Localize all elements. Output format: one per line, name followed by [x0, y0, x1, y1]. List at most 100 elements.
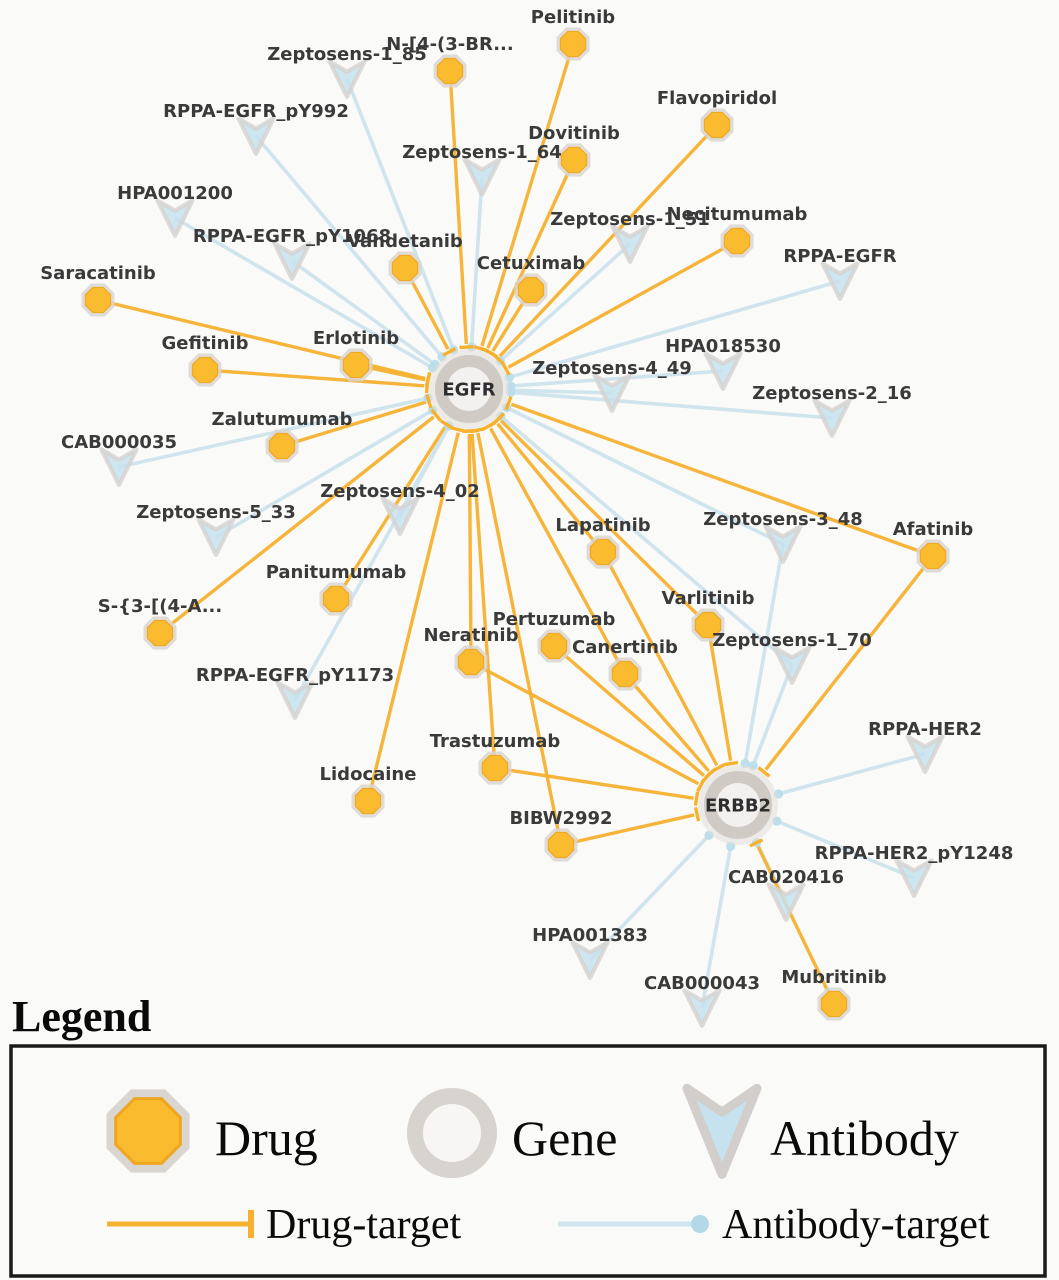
- antibody-node-CAB000043: [682, 988, 722, 1028]
- drug-target-edge-Afatinib-ERBB2: [764, 554, 935, 771]
- drug-target-edge-Lidocaine-EGFR: [366, 432, 460, 802]
- drug-node-Cetuximab: [514, 273, 548, 307]
- antibody-label-HPA001200: HPA001200: [117, 183, 233, 204]
- drug-label-Panitumumab: Panitumumab: [266, 562, 407, 583]
- drug-target-edge-Dovitinib-EGFR: [486, 159, 576, 349]
- legend-box: [9, 1044, 1047, 1278]
- legend-antibody-swatch: [682, 1083, 762, 1179]
- antibody-node-Zeptosens-1_85: [327, 59, 367, 99]
- antibody-node-Zeptosens-1_51: [610, 224, 650, 264]
- drug-node-octagon-Pertuzumab: [540, 632, 568, 660]
- antibody-node-RPPA-HER2: [905, 734, 945, 774]
- drug-node-octagon-Erlotinib: [342, 351, 370, 379]
- drug-target-tee-Mubritinib-ERBB2: [749, 838, 764, 848]
- drug-label-Flavopiridol: Flavopiridol: [657, 88, 777, 109]
- antibody-label-Zeptosens-1_64: Zeptosens-1_64: [402, 142, 562, 163]
- drug-node-octagon-Cetuximab: [517, 276, 545, 304]
- drug-target-tee-Vandetanib-EGFR: [442, 347, 457, 357]
- drug-node-octagon-Lidocaine: [354, 787, 382, 815]
- drug-label-Afatinib: Afatinib: [893, 519, 974, 540]
- legend-antibody-target-swatch: [558, 1215, 709, 1233]
- antibody-label-Zeptosens-5_33: Zeptosens-5_33: [136, 502, 296, 523]
- antibody-target-edge-HPA001383-ERBB2: [588, 836, 709, 962]
- drug-label-BIBW2992: BIBW2992: [509, 808, 612, 829]
- drug-target-tee-Afatinib-ERBB2: [757, 766, 771, 778]
- drug-target-tee-N-[4-(3-BR-EGFR: [459, 344, 474, 350]
- antibody-label-Zeptosens-1_51: Zeptosens-1_51: [550, 209, 710, 230]
- antibody-node-Zeptosens-1_70: [772, 645, 812, 685]
- antibody-label-CAB000043: CAB000043: [644, 973, 760, 994]
- drug-node-Vandetanib: [388, 251, 422, 285]
- antibody-target-edge-Zeptosens-1_85-EGFR: [345, 78, 455, 348]
- antibody-target-edge-Zeptosens-1_51-EGFR: [501, 242, 632, 361]
- gene-node-ERBB2: [698, 765, 778, 845]
- drug-target-edge-Afatinib-EGFR: [510, 402, 934, 558]
- legend-gene-label: Gene: [512, 1110, 618, 1166]
- antibody-label-Zeptosens-4_02: Zeptosens-4_02: [320, 481, 480, 502]
- drug-target-tee-Cetuximab-EGFR: [484, 348, 499, 359]
- legend-drug-label: Drug: [215, 1110, 318, 1166]
- antibody-label-Zeptosens-2_16: Zeptosens-2_16: [752, 383, 912, 404]
- drug-target-edge-S-{3-[(4-A-EGFR: [158, 415, 435, 635]
- drug-target-edge-Varlitinib-ERBB2: [706, 624, 733, 761]
- drug-node-Lidocaine: [351, 784, 385, 818]
- drug-node-Trastuzumab: [478, 751, 512, 785]
- drug-target-tee-Canertinib-EGFR: [482, 420, 497, 431]
- antibody-target-edges-layer: [118, 78, 926, 1009]
- drug-node-S-{3-[(4-A: [143, 616, 177, 650]
- drug-label-N-[4-(3-BR: N-[4-(3-BR...: [386, 34, 513, 55]
- antibody-target-edge-RPPA-EGFR-EGFR: [511, 279, 841, 379]
- drug-label-Necitumumab: Necitumumab: [667, 204, 808, 225]
- drug-node-Mubritinib: [817, 987, 851, 1021]
- antibody-node-RPPA-EGFR_pY992: [236, 116, 276, 156]
- drug-label-Trastuzumab: Trastuzumab: [430, 731, 561, 752]
- legend-title: Legend: [12, 992, 151, 1041]
- antibody-node-CAB020416: [766, 882, 806, 922]
- antibody-label-RPPA-EGFR_pY1173: RPPA-EGFR_pY1173: [196, 665, 394, 686]
- drug-node-octagon-Trastuzumab: [481, 754, 509, 782]
- drug-label-S-{3-[(4-A: S-{3-[(4-A...: [98, 596, 222, 617]
- drug-target-edge-Gefitinib-EGFR: [204, 368, 425, 388]
- drug-node-octagon-Saracatinib: [84, 286, 112, 314]
- drug-target-tee-Zalutumumab-EGFR: [425, 394, 433, 409]
- drug-label-Zalutumumab: Zalutumumab: [212, 409, 353, 430]
- antibody-target-edge-Zeptosens-1_70-EGFR: [502, 416, 794, 667]
- antibody-node-Zeptosens-2_16: [812, 398, 852, 438]
- drug-node-octagon-Varlitinib: [694, 611, 722, 639]
- antibody-label-Zeptosens-1_70: Zeptosens-1_70: [712, 630, 872, 651]
- gene-label-ERBB2: ERBB2: [705, 795, 771, 816]
- antibody-target-edge-HPA018530-EGFR: [513, 369, 724, 388]
- antibody-target-edge-CAB000043-ERBB2: [700, 848, 732, 1009]
- gene-circle-icon: [407, 1088, 497, 1178]
- drug-label-Mubritinib: Mubritinib: [781, 967, 886, 988]
- drug-label-Pelitinib: Pelitinib: [531, 7, 615, 28]
- drug-target-edge-Pertuzumab-ERBB2: [552, 644, 706, 777]
- antibody-node-HPA018530: [703, 351, 743, 391]
- drug-target-edge-Canertinib-ERBB2: [623, 672, 710, 773]
- drug-target-tee-BIBW2992-ERBB2: [693, 807, 701, 822]
- drug-target-tee-Afatinib-EGFR: [504, 396, 513, 411]
- drug-label-Neratinib: Neratinib: [424, 625, 519, 646]
- drug-node-Dovitinib: [557, 143, 591, 177]
- antibody-node-RPPA-EGFR_pY1173: [275, 680, 315, 720]
- drug-target-edge-Neratinib-EGFR: [467, 433, 473, 663]
- drug-node-Flavopiridol: [700, 108, 734, 142]
- drug-node-Pertuzumab: [537, 629, 571, 663]
- drug-node-octagon-Flavopiridol: [703, 111, 731, 139]
- drug-label-Vandetanib: Vandetanib: [347, 231, 463, 252]
- antibody-target-edge-Zeptosens-3_48-EGFR: [508, 407, 784, 546]
- legend: Legend Drug Gene Antibody Drug-target: [9, 992, 1047, 1278]
- drug-target-tee-Panitumumab-EGFR: [439, 419, 454, 430]
- drug-target-edge-Neratinib-ERBB2: [470, 660, 700, 786]
- gene-label-EGFR: EGFR: [442, 379, 495, 400]
- antibody-label-Zeptosens-4_49: Zeptosens-4_49: [532, 358, 692, 379]
- antibody-target-edge-Zeptosens-3_48-ERBB2: [743, 543, 785, 761]
- drug-label-Varlitinib: Varlitinib: [662, 588, 755, 609]
- drug-node-octagon-Gefitinib: [191, 356, 219, 384]
- drug-target-edges-layer: [97, 43, 935, 1005]
- gene-node-ring-EGFR: [435, 355, 503, 423]
- drug-node-Erlotinib: [339, 348, 373, 382]
- antibody-node-Zeptosens-3_48: [763, 524, 803, 564]
